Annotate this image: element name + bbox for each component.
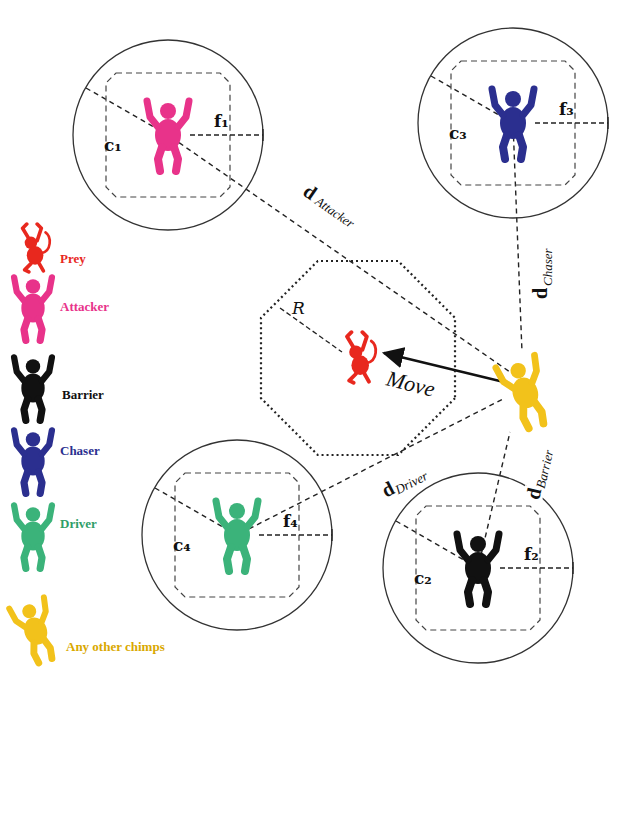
distance-label: d [530, 287, 550, 300]
inner-dashed-square [106, 73, 230, 197]
radius-tick [607, 117, 608, 129]
inner-dashed-square [175, 473, 299, 597]
legend-label: Any other chimps [66, 640, 165, 653]
inner-dashed-square [451, 61, 575, 185]
other-chimp [496, 355, 556, 432]
parameter-label: c₃ [449, 125, 467, 142]
radius-line [500, 567, 573, 568]
radius-tick [331, 529, 332, 541]
dotted-octagon [261, 261, 455, 455]
legend-icon [9, 597, 62, 666]
distance-subscript: Driver [392, 469, 431, 497]
prey-zone-octagon: R [248, 248, 468, 468]
other-chimp-figure [496, 355, 556, 432]
driver-chimp [216, 501, 258, 571]
move-label: Move [383, 367, 438, 401]
parameter-label: c₁ [104, 137, 122, 154]
legend-icon [14, 277, 52, 340]
distance-subscript: Chaser [541, 247, 554, 287]
legend-label: Prey [60, 252, 86, 265]
legend-icon-figure [9, 597, 62, 666]
node-outline [248, 248, 468, 468]
parameter-label: f₄ [283, 513, 298, 530]
parameter-label: f₂ [524, 546, 539, 563]
radius-line [190, 134, 263, 135]
radius-line [280, 308, 342, 352]
parameter-label: f₁ [214, 113, 229, 130]
radius-label: R [292, 300, 305, 317]
role-circle: c₂ f₂ [378, 468, 578, 668]
node-outline [137, 435, 337, 635]
legend-icon [14, 357, 52, 420]
distance-subscript: Barrier [534, 448, 556, 491]
inner-dashed-square [416, 506, 540, 630]
legend-icon [23, 224, 50, 272]
legend-icon [14, 430, 52, 493]
node-outline [378, 468, 578, 668]
parameter-label: c₄ [173, 537, 191, 554]
legend-label: Chaser [60, 444, 100, 457]
prey-monkey [347, 332, 376, 383]
legend-label: Driver [60, 517, 97, 530]
role-circle: c₃ f₃ [413, 23, 613, 223]
parameter-label: f₃ [559, 101, 574, 118]
role-circle: c₄ f₄ [137, 435, 337, 635]
distance-subscript: Attacker [312, 194, 357, 231]
role-circle: c₁ f₁ [68, 35, 268, 235]
node-outline [413, 23, 613, 223]
radius-line [259, 534, 332, 535]
barrier-chimp [457, 534, 499, 604]
chaser-chimp [492, 89, 534, 159]
legend-label: Barrier [62, 388, 104, 401]
attacker-chimp [147, 101, 189, 171]
parameter-label: c₂ [414, 570, 432, 587]
legend-label: Attacker [60, 300, 109, 313]
search-circle [73, 40, 263, 230]
search-circle [418, 28, 608, 218]
search-circle [142, 440, 332, 630]
legend-icon [14, 505, 52, 568]
node-outline [68, 35, 268, 235]
radius-tick [262, 129, 263, 141]
attacker-distance-line [86, 88, 510, 372]
radius-tick [572, 562, 573, 574]
search-circle [383, 473, 573, 663]
radius-line [535, 122, 608, 123]
